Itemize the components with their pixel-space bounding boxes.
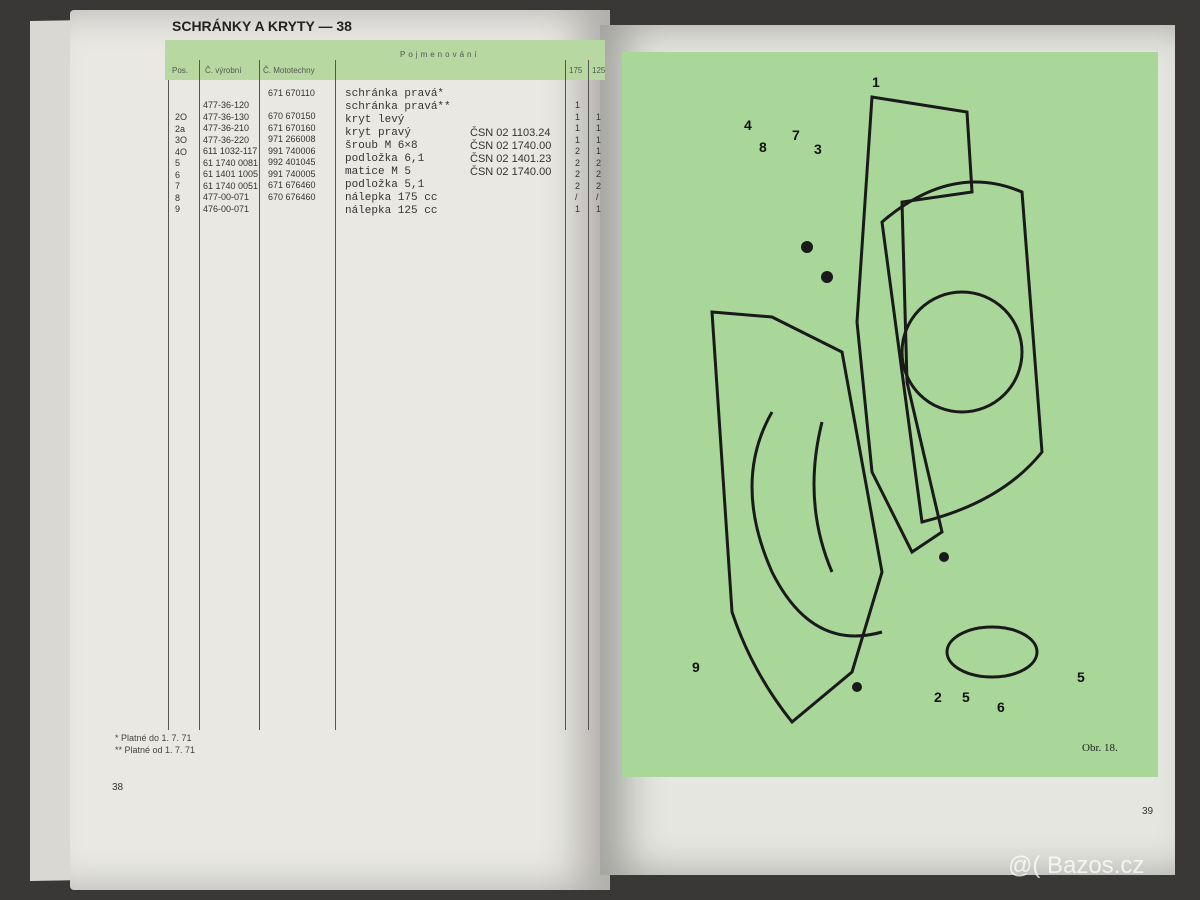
part-label: 1 xyxy=(872,74,880,90)
part-label: 6 xyxy=(997,699,1005,715)
part-markers xyxy=(801,241,949,692)
table-header-band xyxy=(165,40,605,80)
csn-column: ČSN 02 1103.24 ČSN 02 1740.00 ČSN 02 140… xyxy=(470,127,552,178)
part-label: 5 xyxy=(962,689,970,705)
header-pos: Pos. xyxy=(172,66,189,75)
footnote: * Platné do 1. 7. 71 xyxy=(115,733,192,743)
footnotes: * Platné do 1. 7. 71 ** Platné od 1. 7. … xyxy=(115,732,195,756)
left-cover-arc xyxy=(812,421,834,573)
page-number-left: 38 xyxy=(112,782,124,793)
engine-cover-drawing: 4 8 7 3 1 9 2 5 6 5 xyxy=(692,74,1085,725)
header-vyrobni: Č. výrobní xyxy=(205,66,242,75)
part-label: 2 xyxy=(934,689,942,705)
left-cover-inner xyxy=(750,411,883,638)
column-rule xyxy=(565,60,566,730)
qty-125-column: 1 1 1 1 2 2 2 / 1 xyxy=(596,111,602,214)
page-number-right: 39 xyxy=(1142,806,1154,817)
header-name: Pojmenování xyxy=(400,50,480,59)
footnote: ** Platné od 1. 7. 71 xyxy=(115,745,196,755)
figure-caption: Obr. 18. xyxy=(1082,742,1118,754)
header-mototechny: Č. Mototechny xyxy=(263,66,315,75)
page-title: SCHRÁNKY A KRYTY — 38 xyxy=(172,18,352,34)
watermark: @( Bazos.cz xyxy=(1008,852,1145,879)
vyrobni-column: 477-36-120 477-36-130 477-36-210 477-36-… xyxy=(203,100,259,214)
part-label: 8 xyxy=(759,139,767,155)
right-cover-outline xyxy=(855,95,974,555)
column-rule xyxy=(588,60,589,730)
part-label: 9 xyxy=(692,659,700,675)
header-125: 125 xyxy=(592,66,606,75)
column-rule xyxy=(259,60,260,730)
part-label: 7 xyxy=(792,127,800,143)
illustration: 4 8 7 3 1 9 2 5 6 5 xyxy=(622,52,1158,777)
cover-body xyxy=(880,180,1044,524)
left-cover-outline xyxy=(710,310,884,725)
column-rule xyxy=(168,80,169,730)
part-label: 5 xyxy=(1077,669,1085,685)
cover-emblem xyxy=(900,290,1024,414)
name-column: schránka pravá* schránka pravá** kryt le… xyxy=(345,88,451,217)
pos-column: 2O 2a 3O 4O 5 6 7 8 9 xyxy=(175,112,188,214)
part-label: 4 xyxy=(744,117,752,133)
column-rule xyxy=(199,60,200,730)
column-rule xyxy=(335,60,336,730)
qty-175-column: 1 1 1 1 2 2 2 2 / 1 xyxy=(575,100,581,214)
gasket xyxy=(945,625,1039,679)
mototechny-column: 671 670110 670 670150 671 670160 971 266… xyxy=(268,88,316,202)
part-label: 3 xyxy=(814,141,822,157)
header-175: 175 xyxy=(569,66,583,75)
left-page xyxy=(70,10,610,890)
